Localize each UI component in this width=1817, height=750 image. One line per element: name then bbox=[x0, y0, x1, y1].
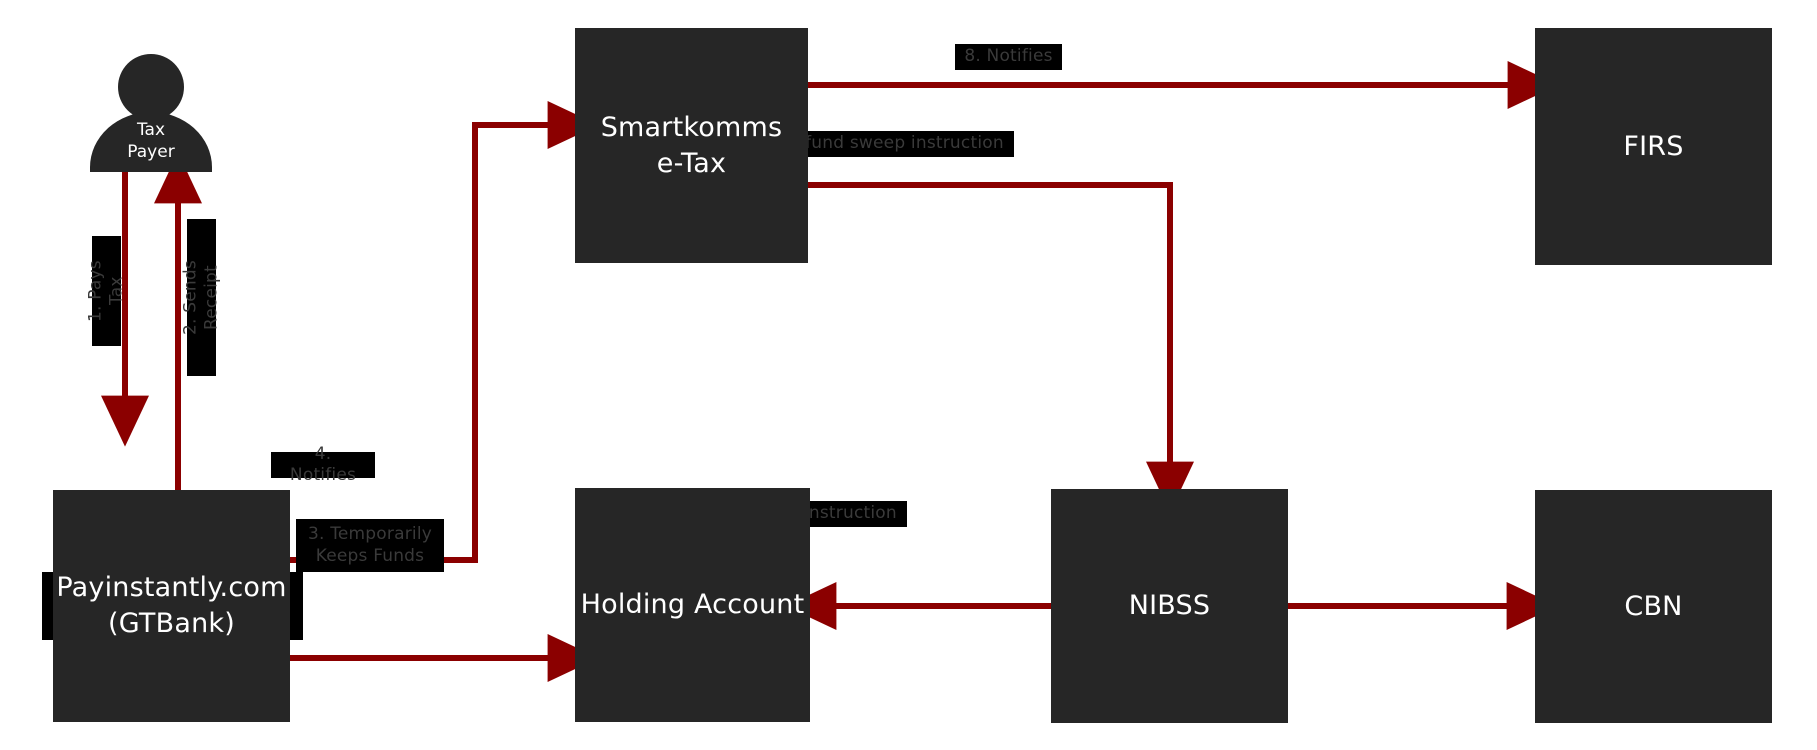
node-smartkomms-etax[interactable]: Smartkomms e-Tax bbox=[575, 28, 808, 263]
node-label-holding-account: Holding Account bbox=[580, 589, 805, 621]
node-cbn[interactable]: CBN bbox=[1535, 490, 1772, 723]
node-payinstantly[interactable]: Payinstantly.com (GTBank) bbox=[53, 490, 290, 722]
edge-5-passes-fund-sweep-instruction bbox=[808, 182, 1194, 513]
node-label-cbn: CBN bbox=[1624, 590, 1683, 622]
node-label-tax-payer: Tax Payer bbox=[127, 120, 175, 162]
node-label-smartkomms-etax: Smartkomms e-Tax bbox=[600, 111, 783, 179]
node-label-firs: FIRS bbox=[1623, 130, 1684, 162]
node-tax-payer[interactable]: Tax Payer bbox=[88, 54, 214, 174]
edge-label-1-pays-tax: 1. Pays Tax bbox=[85, 236, 127, 346]
node-nibss[interactable]: NIBSS bbox=[1051, 489, 1288, 723]
edge-label-3-temporarily-keeps-funds: 3. Temporarily Keeps Funds bbox=[296, 519, 444, 572]
node-label-payinstantly: Payinstantly.com (GTBank) bbox=[56, 572, 287, 639]
node-label-nibss: NIBSS bbox=[1128, 590, 1211, 622]
edge-label-8-notifies: 8. Notifies bbox=[955, 44, 1062, 70]
edge-label-4-notifies: 4. Notifies bbox=[271, 444, 375, 485]
node-holding-account[interactable]: Holding Account bbox=[575, 488, 810, 722]
edge-label-2-sends-receipt: 2. Sends Receipt bbox=[180, 219, 222, 376]
edge-4-notifies bbox=[290, 101, 599, 563]
actor-head-icon bbox=[118, 54, 184, 120]
node-firs[interactable]: FIRS bbox=[1535, 28, 1772, 265]
